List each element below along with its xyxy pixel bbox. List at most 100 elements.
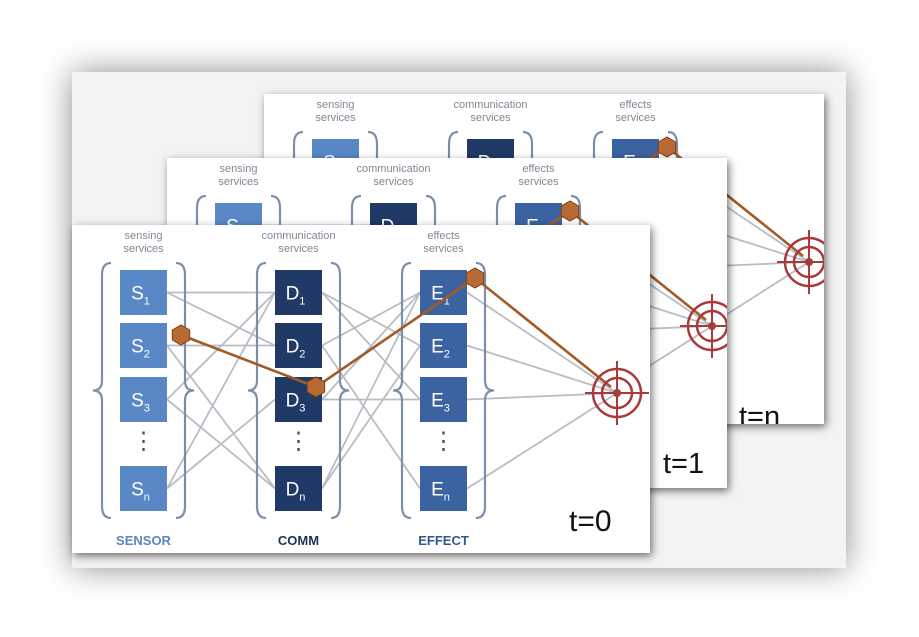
- panel-t-0-link-effect-target: [466, 392, 618, 490]
- panel-t-0-effect-header-line: services: [423, 243, 464, 255]
- panel-t-0-link-comm-effect: [321, 291, 421, 347]
- panel-t-0-link-effect-target: [466, 344, 618, 394]
- panel-t-0-node-subscript: 3: [444, 403, 450, 415]
- panel-t-0-sensor-node-3: [120, 377, 167, 422]
- panel-t-0-comm-node-label: D2: [286, 337, 306, 361]
- panel-t-0-sensor-node-label: S3: [131, 391, 150, 415]
- panel-t-0-effect-node-label: E3: [431, 391, 450, 415]
- panel-t-0-node-subscript: 2: [444, 349, 450, 361]
- time-label-t-0: t=0: [569, 505, 612, 538]
- panel-t-0-target-icon: [585, 361, 649, 425]
- panel-t-0-node-letter: E: [431, 337, 444, 358]
- panel-t-0-node-subscript: 1: [299, 296, 305, 308]
- panel-t-0-sensor-node-n: [120, 466, 167, 511]
- panel-t-0-comm-right-brace: [330, 261, 350, 520]
- panel-t-0-node-letter: S: [131, 480, 144, 501]
- panel-t-0-sensor-node-2: [120, 323, 167, 368]
- panel-t-0-path-hexagon: [171, 324, 191, 346]
- panel-t-0-node-subscript: 2: [299, 349, 305, 361]
- panel-t-0-node-subscript: n: [144, 492, 150, 504]
- panel-t-0-effect-node-2: [420, 323, 467, 368]
- panel-t-0-comm-node-1: [275, 270, 322, 315]
- panel-t-0-node-letter: E: [431, 284, 444, 305]
- panel-t-n-sensor-header-line: services: [315, 112, 356, 124]
- panel-t-1-effect-header-line: services: [518, 176, 559, 188]
- panel-t-0-node-letter: D: [286, 337, 300, 358]
- panel-t-1-sensor-header-line: services: [218, 176, 259, 188]
- panel-t-0-sensor-node-label: Sn: [131, 480, 150, 504]
- panel-t-0-comm-node-n: [275, 466, 322, 511]
- panel-t-0-comm-node-label: D1: [286, 284, 306, 308]
- panel-t-0-node-subscript: 1: [444, 296, 450, 308]
- time-label-t-n: t=n: [739, 401, 781, 424]
- panel-t-1-path-hexagon: [560, 200, 580, 222]
- panel-t-n-sensor-header-line: sensing: [317, 99, 355, 111]
- panel-t-0-link-comm-effect: [321, 344, 421, 490]
- panel-t-0-sensor-left-brace: [92, 261, 112, 520]
- panel-t-1-comm-header-line: services: [373, 176, 414, 188]
- panel-t-0-effect-left-brace: [392, 261, 412, 520]
- panel-t-0-node-letter: S: [131, 337, 144, 358]
- panel-t-n-target-icon: [777, 230, 824, 294]
- panel-t-0-node-subscript: 3: [144, 403, 150, 415]
- panel-t-0-link-comm-effect: [321, 291, 421, 401]
- panel-t-0-effect-node-3: [420, 377, 467, 422]
- panel-t-0-sensor-header-line: sensing: [125, 230, 163, 242]
- panel-t-0-node-subscript: n: [444, 492, 450, 504]
- panel-t-0-node-letter: D: [286, 480, 300, 501]
- panel-t-0-comm-node-label: Dn: [286, 480, 306, 504]
- time-label-t-1: t=1: [663, 448, 705, 480]
- panel-t-0-node-subscript: 3: [299, 403, 305, 415]
- panel-t-0-sensor-right-brace: [175, 261, 195, 520]
- panel-t-0-link-effect-target: [466, 291, 618, 394]
- panel-t-0-link-comm-effect: [321, 292, 421, 489]
- panel-t-0-effect-node-1: [420, 270, 467, 315]
- panel-t-0-comm-header-line: services: [278, 243, 319, 255]
- panel-t-0-node-letter: D: [286, 391, 300, 412]
- panel-t-0-node-letter: E: [431, 391, 444, 412]
- panel-t-0-effect-right-brace: [475, 261, 495, 520]
- panel-t-n-effect-header-line: effects: [619, 99, 652, 111]
- panel-t-0-sensor-ellipsis: ⋮: [132, 428, 156, 455]
- panel-t-0-comm-header-line: communication: [262, 230, 336, 242]
- panel-t-0-node-letter: D: [286, 284, 300, 305]
- panel-t-n-comm-header-line: communication: [454, 99, 528, 111]
- panel-t-0-comm-ellipsis: ⋮: [287, 428, 311, 455]
- panel-t-1-effect-header-line: effects: [522, 163, 555, 175]
- panel-t-0-node-letter: S: [131, 284, 144, 305]
- panel-t-0-link-sensor-comm: [166, 292, 276, 489]
- panel-t-0-effect-header-line: effects: [427, 230, 460, 242]
- panel-t-0-node-subscript: n: [299, 492, 305, 504]
- panel-t-0-sensor-node-label: S2: [131, 337, 150, 361]
- panel-t-0-comm-left-brace: [247, 261, 267, 520]
- panel-t-0-sensor-header-line: services: [123, 243, 164, 255]
- panel-t-0-link-sensor-comm: [166, 344, 276, 490]
- panel-t-0-selected-path-line: [180, 276, 612, 389]
- panel-t-0-effect-node-label: E1: [431, 284, 450, 308]
- panel-t-0-sensor-node-label: S1: [131, 284, 150, 308]
- panel-t-0-effect-ellipsis: ⋮: [432, 428, 456, 455]
- panel-t-1-comm-header-line: communication: [357, 163, 431, 175]
- panel-t-n-path-hexagon: [657, 136, 677, 158]
- panel-t-n-comm-header-line: services: [470, 112, 511, 124]
- panel-t-0-comm-node-2: [275, 323, 322, 368]
- panel-t-0-selected-path: [171, 267, 612, 398]
- panel-t-0-comm-title: COMM: [278, 533, 319, 548]
- panel-t-0-effect-node-label: E2: [431, 337, 450, 361]
- figure-frame: sensingservicesS1S2S3Sn⋮SENSORcommunicat…: [72, 72, 846, 568]
- panel-t-0-node-subscript: 1: [144, 296, 150, 308]
- panel-t-0-effect-title: EFFECT: [418, 533, 469, 548]
